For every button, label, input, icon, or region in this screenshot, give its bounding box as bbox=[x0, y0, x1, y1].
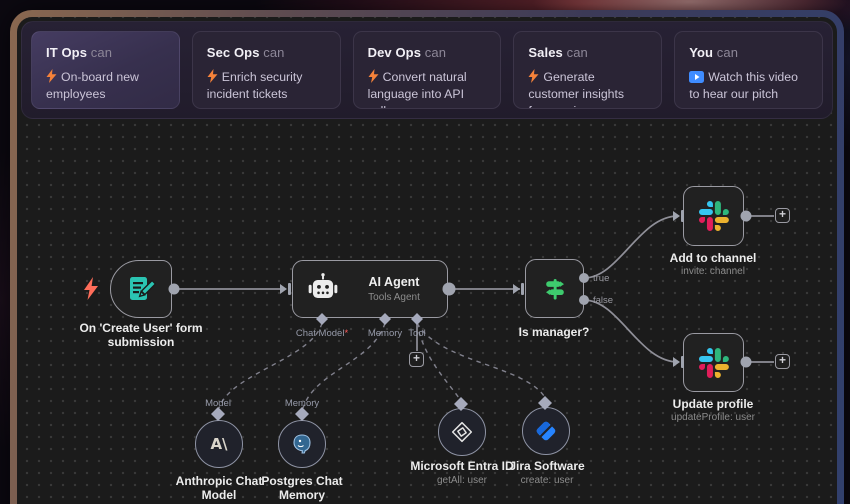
card-text: Enrich security incident tickets bbox=[206, 69, 303, 101]
robot-icon bbox=[308, 273, 338, 299]
signpost-icon bbox=[545, 278, 564, 299]
lightning-icon bbox=[528, 69, 539, 83]
usecase-cards-band: IT Ops can On-board new employees Sec Op… bbox=[21, 21, 833, 119]
lightning-icon bbox=[46, 69, 57, 83]
node-label-update-profile: Update profile bbox=[672, 397, 754, 411]
node-subtitle-update-profile: updateProfile: user bbox=[671, 412, 755, 423]
microsoft-entra-icon bbox=[451, 421, 473, 443]
usecase-card-it-ops[interactable]: IT Ops can On-board new employees bbox=[31, 31, 180, 109]
node-label-entra: Microsoft Entra ID bbox=[410, 459, 514, 473]
node-label-jira: Jira Software bbox=[509, 459, 585, 473]
node-subtitle-jira: create: user bbox=[520, 475, 574, 486]
node-label-anthropic: Anthropic Chat Model bbox=[175, 474, 263, 503]
node-microsoft-entra-id[interactable] bbox=[438, 408, 486, 456]
node-label-add-to-channel: Add to channel bbox=[669, 251, 757, 265]
node-form-trigger[interactable] bbox=[110, 260, 172, 318]
form-trigger-icon bbox=[130, 277, 156, 300]
node-jira-software[interactable] bbox=[522, 407, 570, 455]
usecase-card-you[interactable]: You can Watch this video to hear our pit… bbox=[674, 31, 823, 109]
node-subtitle-entra: getAll: user bbox=[436, 475, 488, 486]
node-ai-agent[interactable]: AI Agent Tools Agent bbox=[292, 260, 448, 318]
lightning-icon bbox=[368, 69, 379, 83]
node-slack-add-to-channel[interactable] bbox=[683, 186, 744, 246]
node-label-postgres: Postgres Chat Memory bbox=[261, 474, 343, 503]
node-label-form-trigger: On 'Create User' form submission bbox=[79, 321, 203, 350]
node-anthropic-chat-model[interactable]: A\ bbox=[195, 420, 243, 468]
usecase-card-sales[interactable]: Sales can Generate customer insights fro… bbox=[513, 31, 663, 109]
card-title: Sec Ops can bbox=[206, 45, 285, 60]
card-title: Sales can bbox=[528, 45, 588, 60]
slack-icon bbox=[698, 201, 729, 231]
window-content: On 'Create User' form submission bbox=[17, 17, 837, 504]
node-postgres-chat-memory[interactable] bbox=[278, 420, 326, 468]
svg-text:A\: A\ bbox=[210, 435, 228, 453]
card-text: Convert natural language into API calls bbox=[367, 69, 467, 108]
add-node-after-slack-update-button[interactable]: + bbox=[775, 354, 790, 369]
video-play-icon bbox=[689, 71, 705, 83]
lightning-icon bbox=[207, 69, 218, 83]
postgres-port-label: Memory bbox=[284, 398, 320, 409]
card-text: On-board new employees bbox=[46, 69, 139, 101]
window-frame: On 'Create User' form submission bbox=[10, 10, 844, 504]
card-text: Watch this video to hear our pitch bbox=[689, 70, 798, 101]
agent-port-label-tool: Tool bbox=[408, 328, 426, 339]
add-node-after-slack-add-button[interactable]: + bbox=[775, 208, 790, 223]
node-label-is-manager: Is manager? bbox=[518, 325, 590, 339]
if-output-true-label: true bbox=[593, 273, 610, 284]
postgres-icon bbox=[293, 434, 311, 454]
card-text: Generate customer insights from reviews bbox=[528, 69, 625, 108]
usecase-card-sec-ops[interactable]: Sec Ops can Enrich security incident tic… bbox=[191, 31, 341, 109]
anthropic-icon: A\ bbox=[210, 435, 228, 453]
usecase-card-dev-ops[interactable]: Dev Ops can Convert natural language int… bbox=[352, 31, 502, 109]
card-title: You can bbox=[689, 45, 739, 60]
card-title: Dev Ops can bbox=[367, 45, 447, 60]
node-subtitle-add-to-channel: invite: channel bbox=[681, 266, 745, 277]
slack-icon bbox=[698, 347, 729, 378]
trigger-lightning-icon bbox=[84, 277, 98, 300]
agent-title: AI Agent bbox=[368, 275, 420, 289]
card-title: IT Ops can bbox=[46, 45, 113, 60]
node-slack-update-profile[interactable] bbox=[683, 333, 744, 392]
agent-text: AI Agent Tools Agent bbox=[351, 275, 447, 303]
anthropic-port-label: Model bbox=[205, 398, 231, 409]
add-tool-button[interactable]: + bbox=[409, 352, 424, 367]
jira-icon bbox=[536, 421, 556, 441]
node-is-manager[interactable] bbox=[525, 259, 584, 318]
agent-subtitle: Tools Agent bbox=[368, 292, 420, 303]
if-output-false-label: false bbox=[593, 295, 614, 306]
